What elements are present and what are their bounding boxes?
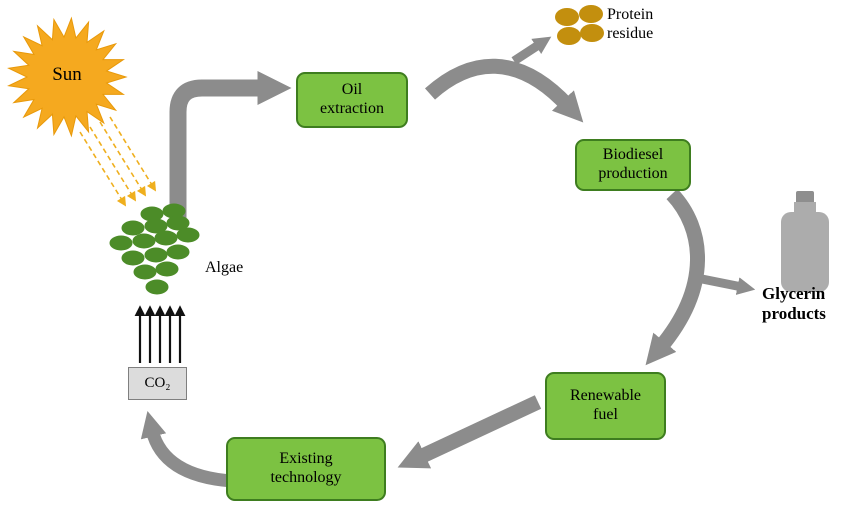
arrow-algae-to-oil-extraction (169, 71, 292, 228)
algae-label: Algae (205, 259, 244, 276)
arrow-renewable-to-existing-technology (397, 395, 542, 469)
oil-extraction-label: Oil extraction (320, 81, 384, 117)
sun-label: Sun (52, 64, 82, 85)
existing-technology-box: Existing technology (226, 437, 386, 501)
renewable-fuel-box: Renewable fuel (545, 372, 666, 440)
existing-technology-label: Existing technology (270, 450, 342, 486)
protein-residue-icon (555, 5, 604, 45)
arrow-biodiesel-to-renewable-fuel (645, 188, 705, 366)
co2-box: CO₂ (128, 367, 187, 400)
arrow-oil-extraction-to-biodiesel (424, 58, 584, 123)
cycle-arrows (140, 36, 756, 488)
sun-ray (79, 131, 127, 207)
algae-cluster-icon (109, 203, 200, 295)
sun-ray (89, 126, 137, 202)
co2-release-arrows (134, 305, 186, 363)
oil-extraction-box: Oil extraction (296, 72, 408, 128)
biodiesel-production-label: Biodiesel production (598, 146, 668, 182)
arrow-branch-to-glycerin (701, 274, 756, 295)
protein-residue-label: Protein residue (607, 6, 654, 43)
sun-icon (7, 16, 128, 138)
biodiesel-production-box: Biodiesel production (575, 139, 691, 191)
arrow-branch-to-protein-residue (511, 36, 552, 65)
sunlight-rays (79, 116, 157, 207)
glycerin-products-label: Glycerin products (762, 284, 826, 324)
glycerin-bottle-icon (781, 191, 829, 292)
arrow-existing-technology-to-co2 (140, 411, 233, 488)
renewable-fuel-label: Renewable fuel (569, 387, 642, 423)
sun-ray (109, 116, 157, 192)
sun-ray (99, 121, 147, 197)
co2-label: CO₂ (144, 375, 171, 391)
